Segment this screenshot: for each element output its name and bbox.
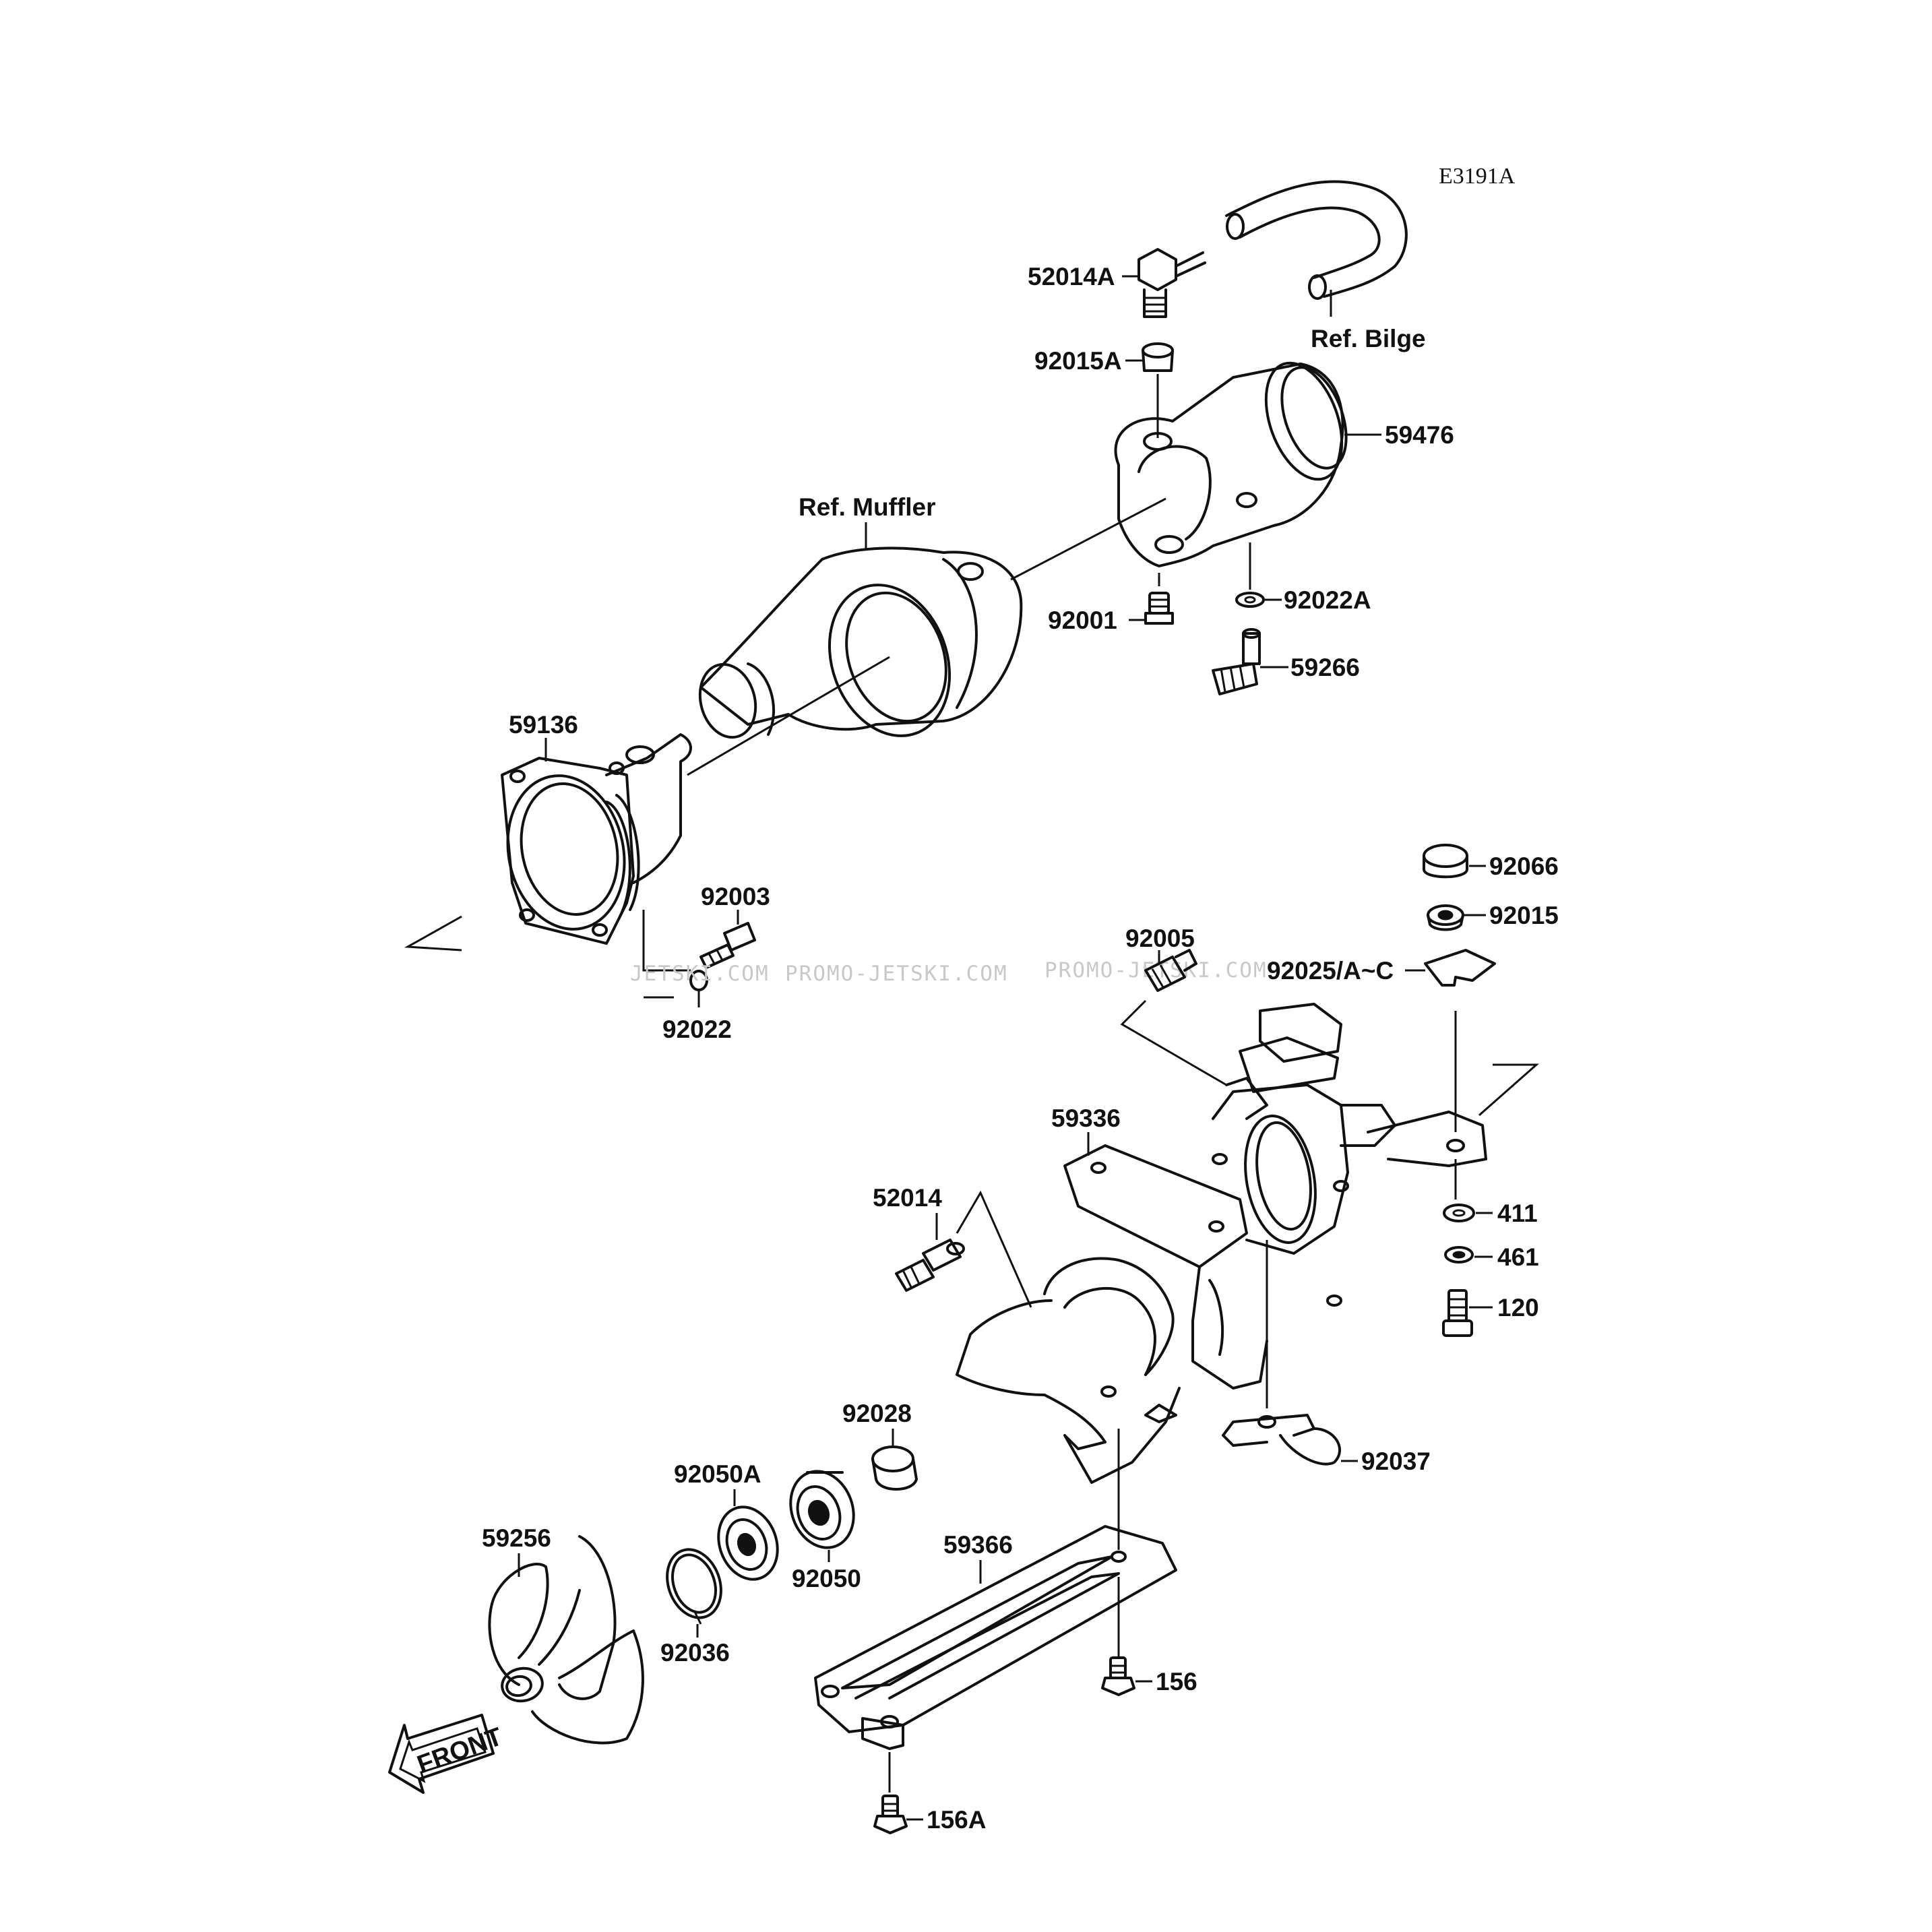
part-label-411: 411: [1497, 1199, 1538, 1227]
bolt-120: [1442, 1289, 1473, 1337]
part-label-92003: 92003: [701, 883, 770, 910]
part-label-120: 120: [1497, 1294, 1539, 1321]
part-label-92015: 92015: [1489, 902, 1559, 929]
part-label-156: 156: [1156, 1668, 1197, 1695]
part-label-92025: 92025/A~C: [1267, 957, 1394, 985]
bilge-hose: [1225, 180, 1408, 300]
part-label-92022A: 92022A: [1284, 586, 1371, 614]
seal-92050A: [717, 1505, 779, 1581]
nut-92015: [1427, 904, 1464, 931]
diagram-code: E3191A: [1439, 164, 1516, 189]
washer-92022: [689, 970, 708, 991]
part-label-92036: 92036: [660, 1639, 730, 1666]
bolt-156A: [873, 1795, 908, 1834]
cap-92066: [1423, 844, 1468, 879]
watermark-2: PROMO-JETSKI.COM: [785, 962, 1008, 986]
bolt-92001: [1144, 592, 1174, 625]
part-label-92022: 92022: [662, 1016, 732, 1043]
washer-461: [1444, 1246, 1474, 1264]
front-arrow-icon: FRONT: [388, 1714, 506, 1794]
direction-arrow-left: [404, 915, 462, 952]
bolt-92003: [699, 922, 756, 969]
washer-92022A: [1235, 592, 1265, 608]
part-label-92066: 92066: [1489, 852, 1559, 880]
part-label-92050: 92050: [792, 1565, 861, 1592]
nut-92015A: [1142, 342, 1174, 372]
part-label-59136: 59136: [509, 711, 578, 739]
impeller-59256: [488, 1535, 644, 1745]
muffler: [698, 547, 1023, 739]
part-label-59266: 59266: [1290, 654, 1360, 681]
housing-59476: [1114, 361, 1348, 567]
ref-bilge-label: Ref. Bilge: [1311, 325, 1426, 352]
part-label-92037: 92037: [1361, 1447, 1431, 1475]
part-label-59336: 59336: [1051, 1104, 1121, 1132]
part-label-92015A: 92015A: [1034, 347, 1122, 375]
watermark-1: JETSKI.COM: [630, 962, 770, 986]
bushing-92028: [871, 1445, 918, 1491]
part-label-59366: 59366: [943, 1531, 1013, 1559]
circlip-92036: [666, 1548, 722, 1625]
fitting-52014A: [1138, 248, 1206, 318]
part-label-156A: 156A: [927, 1806, 986, 1834]
washer-411: [1443, 1204, 1475, 1222]
bolt-156: [1101, 1656, 1135, 1696]
direction-arrow-right: [1478, 1063, 1539, 1117]
watermark-3: PROMO-JETSKI.COM: [1045, 958, 1268, 983]
part-label-92005: 92005: [1125, 925, 1195, 952]
fitting-59266: [1212, 628, 1261, 695]
nipple-92005: [1144, 949, 1197, 992]
adaptor-59136: [501, 733, 692, 945]
pump-case-59336: [956, 1003, 1487, 1484]
bearing-92050: [789, 1470, 855, 1549]
part-label-52014A: 52014A: [1028, 263, 1115, 290]
clamp-92037: [1222, 1414, 1342, 1466]
plate-59366: [814, 1525, 1177, 1750]
part-label-59476: 59476: [1385, 421, 1454, 449]
part-label-59256: 59256: [482, 1524, 551, 1552]
part-label-461: 461: [1497, 1243, 1539, 1271]
shim-92025: [1424, 949, 1496, 987]
part-label-92001: 92001: [1048, 606, 1117, 634]
part-label-92050A: 92050A: [674, 1460, 761, 1488]
ref-muffler-label: Ref. Muffler: [799, 493, 936, 521]
fitting-52014: [895, 1239, 965, 1292]
part-label-52014: 52014: [873, 1184, 942, 1212]
part-label-92028: 92028: [842, 1400, 912, 1427]
